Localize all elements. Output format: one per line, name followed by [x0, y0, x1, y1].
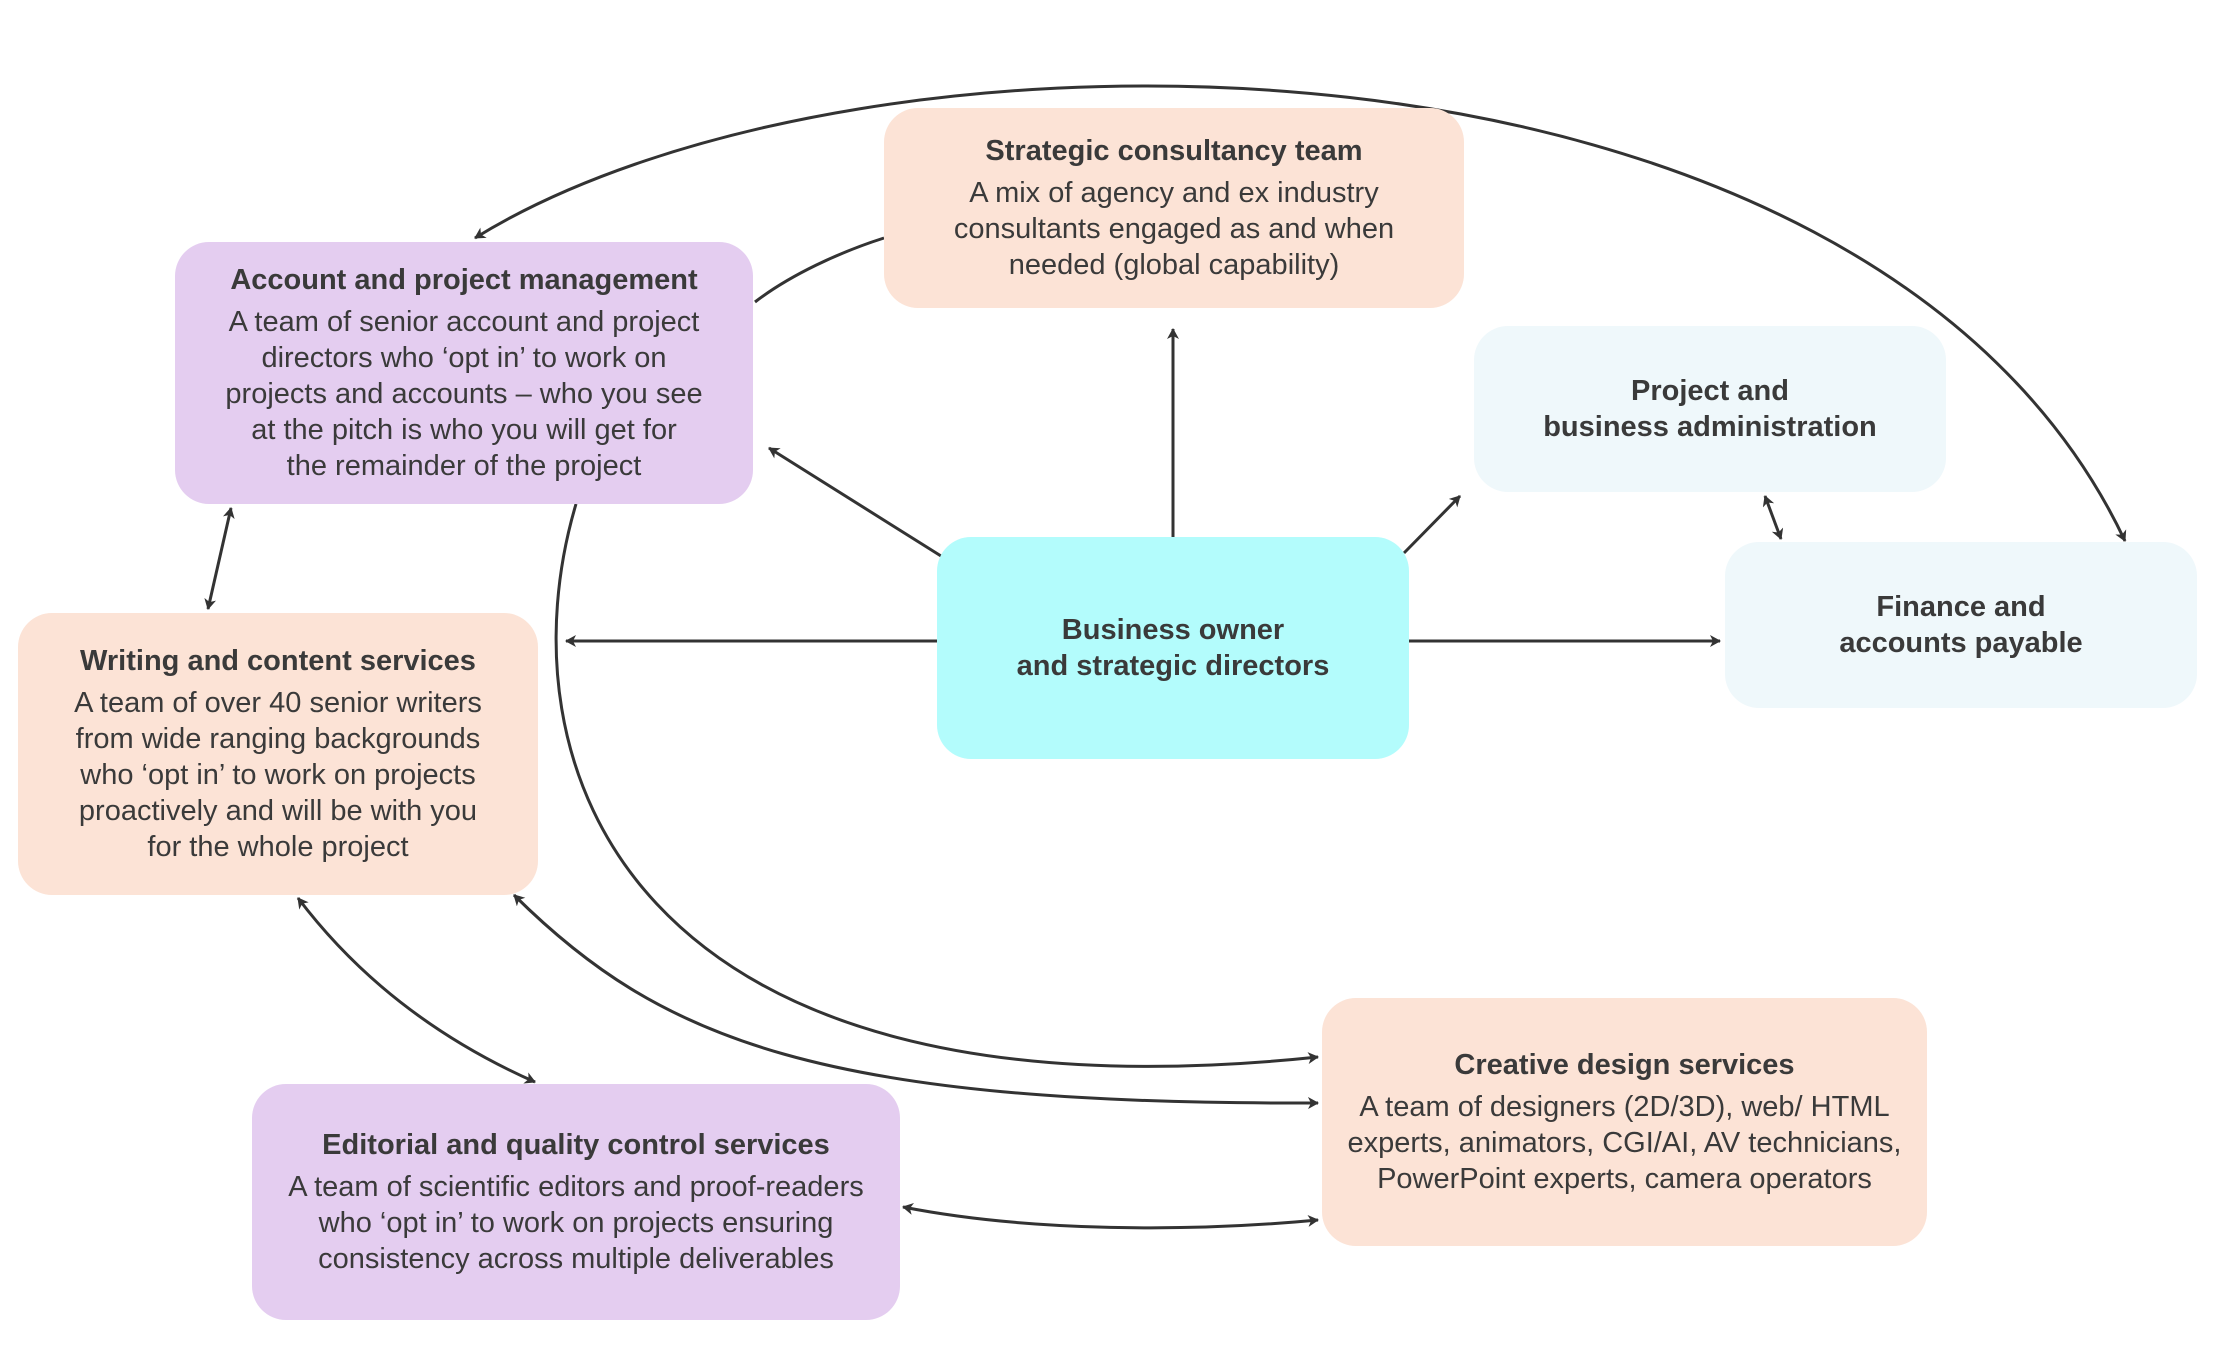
editorial-quality-title: Editorial and quality control services [322, 1129, 830, 1161]
arrow-project-admin-finance [1762, 495, 1784, 540]
strategic-consultancy-node: Strategic consultancy team A mix of agen… [884, 108, 1464, 308]
account-project-management-desc: A team of senior account and project dir… [225, 306, 703, 482]
creative-design-title: Creative design services [1454, 1049, 1795, 1081]
creative-design-desc: A team of designers (2D/3D), web/ HTML e… [1347, 1091, 1902, 1195]
arrow-writing-editorial [296, 897, 536, 1084]
account-project-management-node: Account and project management A team of… [175, 242, 753, 504]
account-project-management-title: Account and project management [230, 264, 698, 296]
arrow-writing-creative [512, 893, 1319, 1110]
writing-content-node: Writing and content services A team of o… [18, 613, 538, 895]
writing-content-title: Writing and content services [80, 645, 476, 677]
editorial-quality-node: Editorial and quality control services A… [252, 1084, 900, 1320]
writing-content-desc: A team of over 40 senior writers from wi… [74, 687, 482, 863]
strategic-consultancy-title: Strategic consultancy team [985, 135, 1363, 167]
creative-design-node: Creative design services A team of desig… [1322, 998, 1927, 1246]
strategic-consultancy-desc: A mix of agency and ex industry consulta… [953, 177, 1395, 281]
business-owner-title: Business owner and strategic directors [1016, 614, 1330, 682]
editorial-quality-desc: A team of scientific editors and proof-r… [288, 1171, 864, 1275]
arrow-account-finance [474, 84, 2127, 542]
finance-accounts-node: Finance and accounts payable [1725, 542, 2197, 708]
arrow-business-to-account [768, 446, 942, 558]
project-business-admin-title: Project and business administration [1543, 375, 1877, 443]
project-business-admin-node: Project and business administration [1474, 326, 1946, 492]
finance-accounts-title: Finance and accounts payable [1839, 591, 2083, 659]
line-account-strategic [754, 236, 885, 304]
business-owner-node: Business owner and strategic directors [937, 537, 1409, 759]
arrow-editorial-creative [902, 1203, 1319, 1230]
arrow-account-writing [204, 507, 235, 610]
arrow-business-to-project-admin [1402, 494, 1462, 555]
